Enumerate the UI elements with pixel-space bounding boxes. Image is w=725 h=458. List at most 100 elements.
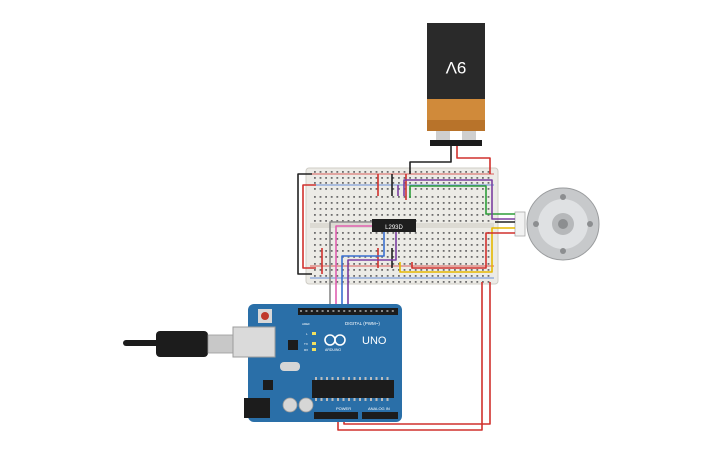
reset-button[interactable] bbox=[261, 312, 269, 320]
breadboard-hole bbox=[336, 232, 339, 234]
breadboard-hole bbox=[409, 208, 411, 210]
breadboard-hole bbox=[336, 208, 339, 210]
breadboard-hole bbox=[465, 232, 467, 234]
breadboard-hole bbox=[414, 171, 417, 173]
breadboard-hole bbox=[392, 196, 395, 198]
header-pin bbox=[321, 310, 324, 312]
breadboard-hole bbox=[336, 220, 339, 222]
breadboard-hole bbox=[392, 269, 395, 271]
breadboard-hole bbox=[426, 263, 428, 265]
breadboard-hole bbox=[375, 263, 378, 265]
breadboard-hole bbox=[381, 171, 383, 173]
breadboard-hole bbox=[398, 250, 400, 252]
arduino-uno[interactable]: UNO ARDUINO DIGITAL (PWM~) POWER ANALOG … bbox=[232, 304, 402, 422]
header-pin bbox=[348, 310, 351, 312]
breadboard-hole bbox=[381, 232, 383, 234]
breadboard-hole bbox=[398, 269, 400, 271]
chip-pin bbox=[348, 377, 350, 380]
breadboard-hole bbox=[459, 182, 462, 184]
breadboard-hole bbox=[342, 256, 344, 258]
breadboard-hole bbox=[342, 250, 344, 252]
breadboard-hole bbox=[330, 269, 333, 271]
breadboard-hole bbox=[398, 196, 400, 198]
breadboard-hole bbox=[465, 188, 467, 190]
breadboard-hole bbox=[375, 232, 378, 234]
breadboard-hole bbox=[398, 281, 400, 283]
breadboard-hole bbox=[482, 244, 484, 246]
breadboard-hole bbox=[482, 250, 484, 252]
breadboard-hole bbox=[319, 196, 322, 198]
breadboard-hole bbox=[370, 275, 372, 277]
breadboard-hole bbox=[381, 275, 383, 277]
breadboard-hole bbox=[482, 208, 484, 210]
capacitor-1 bbox=[282, 397, 298, 413]
breadboard-hole bbox=[465, 281, 467, 283]
breadboard-hole bbox=[314, 275, 316, 277]
breadboard-hole bbox=[342, 196, 344, 198]
breadboard-hole bbox=[442, 250, 445, 252]
breadboard-hole bbox=[470, 220, 473, 222]
breadboard-hole bbox=[358, 275, 361, 277]
breadboard-hole bbox=[482, 281, 484, 283]
breadboard-hole bbox=[420, 208, 423, 210]
breadboard-hole bbox=[409, 244, 411, 246]
breadboard-hole bbox=[381, 196, 383, 198]
breadboard-hole bbox=[381, 281, 383, 283]
breadboard-hole bbox=[487, 275, 490, 277]
breadboard-hole bbox=[370, 232, 372, 234]
breadboard-hole bbox=[375, 182, 378, 184]
breadboard-hole bbox=[414, 281, 417, 283]
breadboard-hole bbox=[370, 171, 372, 173]
breadboard-hole bbox=[448, 182, 451, 184]
breadboard-hole bbox=[420, 238, 423, 240]
breadboard-hole bbox=[470, 202, 473, 204]
battery-9v[interactable]: 9V bbox=[427, 23, 485, 146]
chip-pin bbox=[370, 398, 372, 401]
breadboard-hole bbox=[470, 244, 473, 246]
breadboard-hole bbox=[381, 208, 383, 210]
breadboard-hole bbox=[336, 281, 339, 283]
header-pin bbox=[354, 310, 356, 312]
breadboard-hole bbox=[448, 244, 451, 246]
breadboard-hole bbox=[325, 188, 327, 190]
breadboard-hole bbox=[414, 238, 417, 240]
breadboard-hole bbox=[392, 275, 395, 277]
breadboard-hole bbox=[403, 202, 406, 204]
breadboard-hole bbox=[370, 244, 372, 246]
l293d-chip[interactable]: L293D bbox=[372, 219, 416, 232]
breadboard-hole bbox=[392, 238, 395, 240]
breadboard-hole bbox=[358, 171, 361, 173]
breadboard-hole bbox=[398, 208, 400, 210]
wire-arduino-5v bbox=[337, 282, 483, 431]
breadboard-hole bbox=[386, 232, 389, 234]
breadboard-hole bbox=[319, 244, 322, 246]
breadboard-hole bbox=[342, 238, 344, 240]
breadboard-hole bbox=[482, 220, 484, 222]
breadboard-hole bbox=[437, 238, 439, 240]
breadboard-hole bbox=[358, 202, 361, 204]
dc-motor[interactable] bbox=[514, 187, 600, 261]
breadboard-hole bbox=[437, 250, 439, 252]
breadboard-hole bbox=[364, 214, 367, 216]
breadboard-hole bbox=[342, 177, 344, 179]
power-header bbox=[314, 412, 358, 419]
breadboard-hole bbox=[470, 188, 473, 190]
ic-label: L293D bbox=[385, 225, 403, 231]
breadboard-hole bbox=[454, 182, 456, 184]
breadboard-hole bbox=[347, 202, 350, 204]
breadboard-hole bbox=[426, 250, 428, 252]
breadboard-hole bbox=[347, 188, 350, 190]
breadboard-hole bbox=[370, 256, 372, 258]
breadboard-hole bbox=[420, 202, 423, 204]
breadboard-hole bbox=[342, 182, 344, 184]
breadboard-hole bbox=[426, 244, 428, 246]
breadboard-hole bbox=[470, 208, 473, 210]
breadboard-hole bbox=[364, 196, 367, 198]
breadboard-hole bbox=[482, 202, 484, 204]
chip-pin bbox=[342, 377, 345, 380]
breadboard-hole bbox=[398, 171, 400, 173]
breadboard-hole bbox=[353, 202, 355, 204]
wire-left-ground-loop bbox=[297, 173, 312, 275]
breadboard-hole bbox=[353, 208, 355, 210]
breadboard-hole bbox=[386, 202, 389, 204]
